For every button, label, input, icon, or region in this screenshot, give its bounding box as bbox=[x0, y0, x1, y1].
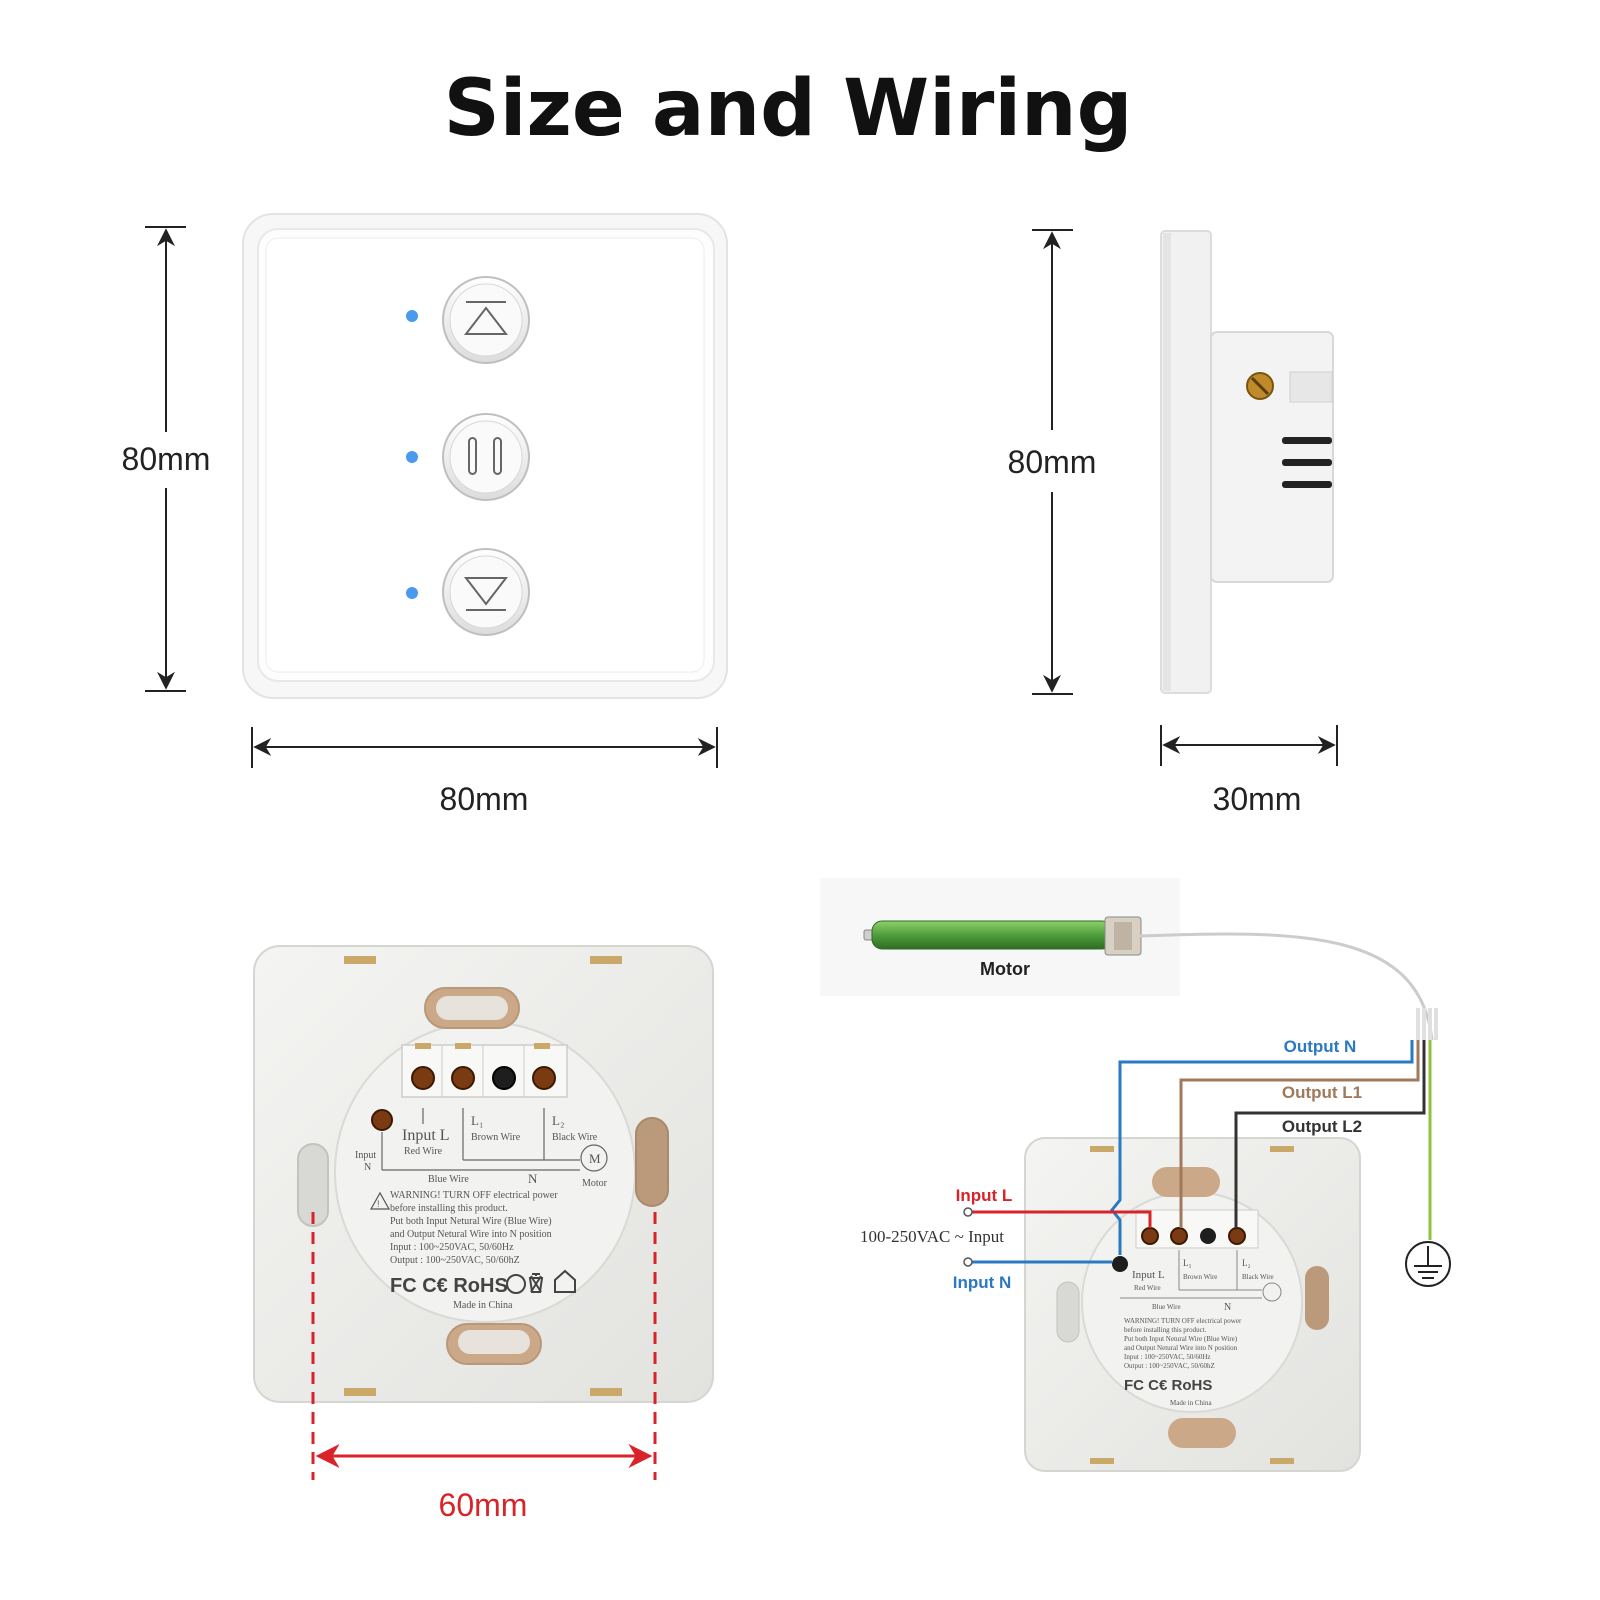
side-view: 80mm 30mm bbox=[1008, 229, 1338, 817]
n-label: N bbox=[528, 1171, 538, 1186]
ground-icon bbox=[1405, 1241, 1451, 1287]
motor-label: Motor bbox=[980, 959, 1030, 979]
side-height-label: 80mm bbox=[1008, 444, 1097, 480]
l1-label: L₁ bbox=[471, 1113, 483, 1128]
tubular-motor-icon bbox=[863, 916, 1142, 956]
front-width-dimension bbox=[251, 727, 718, 768]
mounting-spacing-dimension bbox=[311, 1212, 657, 1480]
warning-line-small: before installing this product. bbox=[1124, 1326, 1207, 1334]
side-depth-dimension bbox=[1160, 725, 1338, 766]
red-wire-label: Red Wire bbox=[404, 1146, 443, 1157]
n-label-small: N bbox=[1224, 1302, 1231, 1313]
input-l-label: Input L bbox=[402, 1127, 450, 1144]
output-n-wire bbox=[1110, 1040, 1414, 1255]
input-small-label: Input bbox=[355, 1150, 376, 1161]
pause-icon bbox=[468, 437, 502, 475]
l2-label-small: L₂ bbox=[1242, 1258, 1251, 1268]
up-button[interactable] bbox=[442, 276, 530, 364]
pause-button[interactable] bbox=[442, 413, 530, 501]
front-width-label: 80mm bbox=[440, 781, 529, 817]
output-l2-wire bbox=[1234, 1040, 1426, 1228]
input-n-wire-label: Input N bbox=[953, 1273, 1012, 1292]
made-in-label-small: Made in China bbox=[1170, 1399, 1212, 1407]
input-l-wire-label: Input L bbox=[956, 1186, 1013, 1205]
up-arrow-icon bbox=[463, 301, 509, 335]
mounting-spacing-label: 60mm bbox=[439, 1487, 528, 1523]
side-height-dimension bbox=[1032, 229, 1073, 695]
wiring-diagram: Motor Input L Red Wire L₁ Brown Wire L₂ bbox=[820, 878, 1451, 1472]
warning-line-small: Put both Input Netural Wire (Blue Wire) bbox=[1124, 1335, 1238, 1343]
led-indicator bbox=[406, 587, 418, 599]
svg-text:!: ! bbox=[377, 1199, 380, 1209]
led-indicator bbox=[406, 451, 418, 463]
blue-wire-label: Blue Wire bbox=[428, 1174, 469, 1185]
input-voltage-label: 100-250VAC ~ Input bbox=[860, 1227, 1004, 1246]
warning-line-small: Output : 100~250VAC, 50/60hZ bbox=[1124, 1362, 1215, 1370]
front-view: 80mm 80mm bbox=[122, 213, 728, 817]
blue-wire-label-small: Blue Wire bbox=[1152, 1303, 1181, 1311]
warning-line-small: WARNING! TURN OFF electrical power bbox=[1124, 1317, 1242, 1325]
output-l2-label: Output L2 bbox=[1282, 1117, 1362, 1136]
screw-terminal-icon bbox=[1246, 372, 1274, 400]
warning-line: Put both Input Netural Wire (Blue Wire) bbox=[390, 1216, 552, 1227]
warning-line: WARNING! TURN OFF electrical power bbox=[390, 1190, 558, 1201]
n-small-label: N bbox=[364, 1162, 371, 1173]
warning-line: before installing this product. bbox=[390, 1203, 508, 1214]
vent-slots bbox=[1282, 437, 1332, 488]
brown-wire-label: Brown Wire bbox=[471, 1132, 521, 1143]
l1-label-small: L₁ bbox=[1183, 1258, 1192, 1268]
brown-wire-label-small: Brown Wire bbox=[1183, 1273, 1217, 1281]
warning-line: Output : 100~250VAC, 50/60hZ bbox=[390, 1255, 520, 1266]
page-title: Size and Wiring bbox=[444, 64, 1133, 154]
recycle-icon bbox=[506, 1269, 576, 1294]
warning-line-small: Input : 100~250VAC, 50/60Hz bbox=[1124, 1353, 1211, 1361]
output-n-label: Output N bbox=[1284, 1037, 1357, 1056]
made-in-label: Made in China bbox=[453, 1300, 513, 1311]
motor-small-label: Motor bbox=[582, 1178, 608, 1189]
warning-line-small: and Output Netural Wire into N position bbox=[1124, 1344, 1238, 1352]
input-l-wire bbox=[968, 1210, 1152, 1228]
warning-line: Input : 100~250VAC, 50/60Hz bbox=[390, 1242, 514, 1253]
side-depth-label: 30mm bbox=[1213, 781, 1302, 817]
l2-label: L₂ bbox=[552, 1113, 564, 1128]
black-wire-label-small: Black Wire bbox=[1242, 1273, 1274, 1281]
certification-marks-small: FC C€ RoHS bbox=[1124, 1377, 1212, 1394]
front-height-label: 80mm bbox=[122, 441, 211, 477]
certification-marks: FC C€ RoHS bbox=[390, 1275, 508, 1297]
output-l1-wire bbox=[1179, 1040, 1420, 1228]
led-indicator bbox=[406, 310, 418, 322]
terminal-screws bbox=[371, 1066, 556, 1131]
black-wire-label: Black Wire bbox=[552, 1132, 598, 1143]
back-view: Input L Red Wire Input N L₁ Brown Wire L… bbox=[253, 945, 714, 1523]
input-l-label-small: Input L bbox=[1132, 1269, 1165, 1281]
warning-icon: ! bbox=[369, 1191, 391, 1210]
motor-symbol: M bbox=[589, 1151, 601, 1166]
warning-line: and Output Netural Wire into N position bbox=[390, 1229, 552, 1240]
front-height-dimension bbox=[145, 226, 186, 692]
output-l1-label: Output L1 bbox=[1282, 1083, 1362, 1102]
down-button[interactable] bbox=[442, 548, 530, 636]
down-arrow-icon bbox=[463, 577, 509, 611]
red-wire-label-small: Red Wire bbox=[1134, 1284, 1161, 1292]
